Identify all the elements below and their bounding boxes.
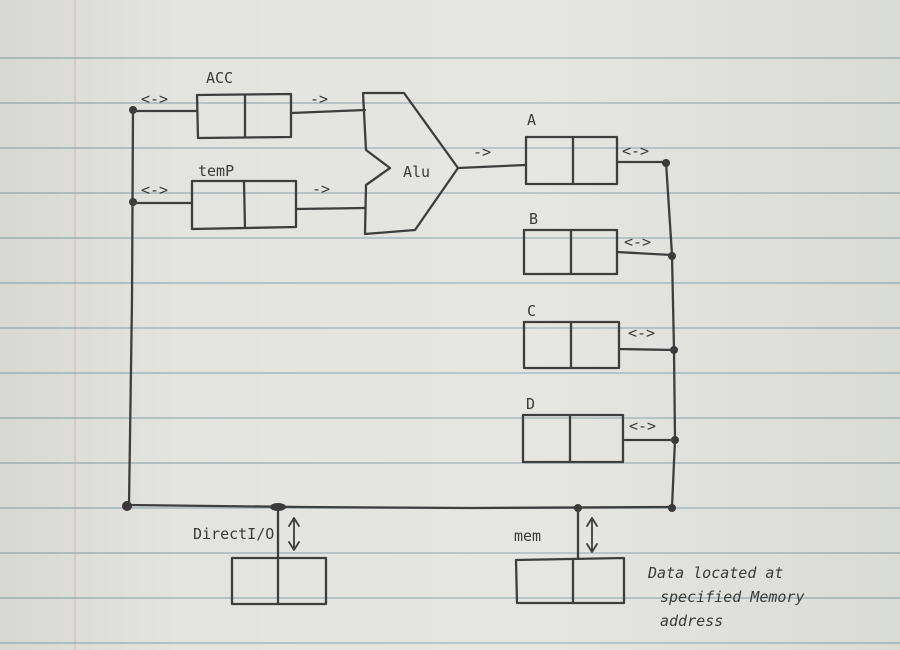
mem-note-line-2: specified Memory	[660, 588, 805, 606]
register-a: A <->	[524, 111, 668, 186]
acc-bus-arrow: <->	[141, 90, 168, 108]
mem-note-line-1: Data located at	[647, 564, 783, 582]
alu-output-arrow: ->	[473, 143, 491, 161]
alu: Alu ->	[361, 91, 527, 236]
acc-to-alu-arrow: ->	[310, 90, 328, 108]
register-d-bus-arrow: <->	[629, 417, 656, 435]
register-c: C <->	[522, 302, 676, 370]
mem-note-line-3: address	[660, 612, 723, 630]
direct-io-updown-arrow	[288, 517, 300, 551]
alu-label: Alu	[403, 163, 430, 181]
temp-label: temP	[198, 162, 234, 180]
mem-updown-arrow	[586, 517, 598, 553]
register-b-bus-arrow: <->	[624, 233, 651, 251]
register-c-label: C	[527, 302, 536, 320]
acc-register: ACC <-> ->	[131, 69, 367, 140]
register-a-label: A	[527, 111, 536, 129]
temp-bus-arrow: <->	[141, 181, 168, 199]
register-a-bus-arrow: <->	[622, 142, 649, 160]
direct-io-register: DirectI/O	[193, 506, 328, 606]
register-c-bus-arrow: <->	[628, 324, 655, 342]
register-d: D <->	[521, 395, 677, 464]
bus-node	[668, 504, 676, 512]
temp-to-alu-arrow: ->	[312, 180, 330, 198]
bus-node	[122, 501, 132, 511]
register-d-label: D	[526, 395, 535, 413]
temp-register: temP <-> ->	[131, 162, 367, 231]
register-b: B <->	[522, 210, 674, 276]
acc-label: ACC	[206, 69, 233, 87]
direct-io-label: DirectI/O	[193, 525, 274, 543]
mem-label: mem	[514, 527, 541, 545]
memory-register: mem Data located at specified Memory add…	[514, 506, 805, 630]
register-b-label: B	[529, 210, 538, 228]
margin-line	[74, 0, 76, 650]
